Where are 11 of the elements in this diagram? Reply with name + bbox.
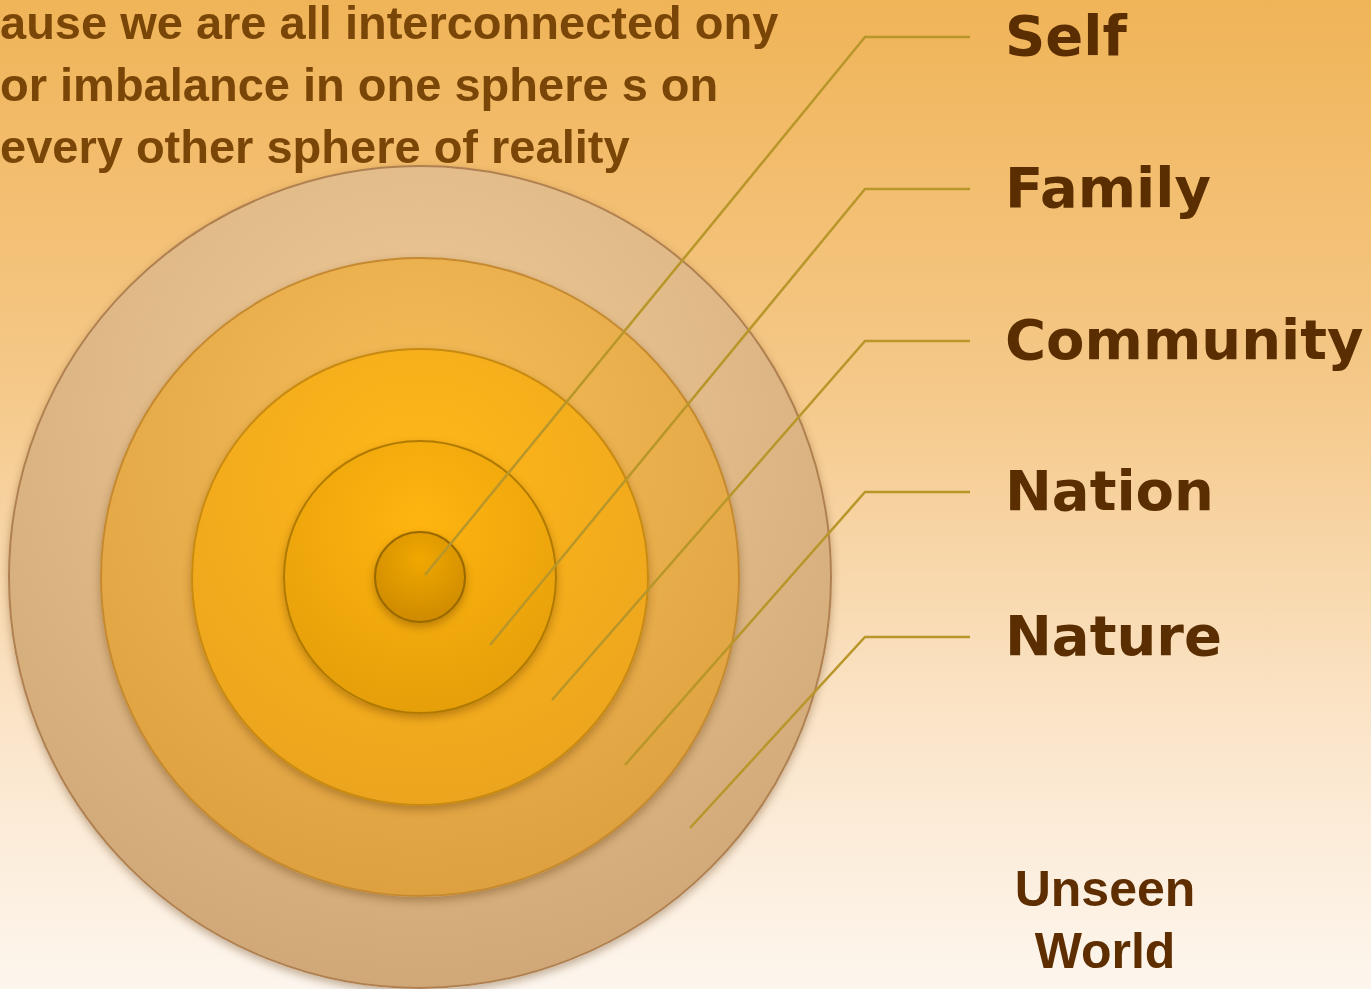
sphere-label: Self [1005,8,1127,64]
leader-line [624,490,970,766]
leader-line [424,35,970,576]
leader-line [689,635,970,829]
sphere-circle [374,531,466,623]
sphere-label: Nature [1005,608,1222,664]
sphere-label: Unseen World [1013,860,1197,981]
sphere-label: Nation [1005,463,1214,519]
note-text: ause we are all interconnected ony or imbalance in one sphere s on every other sphere of reality [0,0,780,175]
leader-line [489,187,970,646]
leader-line [551,339,970,701]
